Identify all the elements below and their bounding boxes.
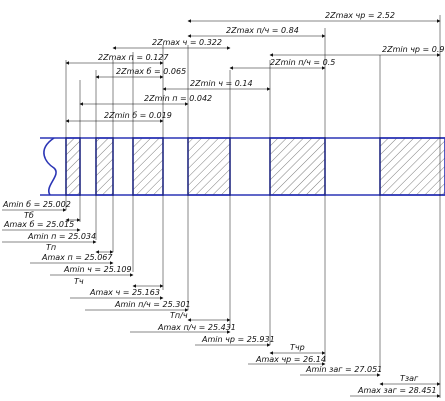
label-t-p: Tп bbox=[46, 243, 56, 252]
label-z2-min-b: 2Zmin б = 0.019 bbox=[104, 111, 172, 120]
label-z2-min-p4: 2Zmin п/ч = 0.5 bbox=[270, 58, 335, 67]
top-dimensions: 2Zmax чр = 2.52 2Zmax п/ч = 0.84 2Zmin ч… bbox=[65, 11, 445, 123]
break-line bbox=[43, 137, 57, 196]
label-a-max-chr: Amax чр = 26.14 bbox=[255, 355, 326, 364]
label-a-max-zag: Amax заг = 28.451 bbox=[357, 386, 437, 395]
label-a-min-b: Amin б = 25.002 bbox=[2, 200, 71, 209]
layer-chr bbox=[269, 137, 326, 196]
label-a-max-ch: Amax ч = 25.163 bbox=[89, 288, 160, 297]
label-t-b: Tб bbox=[24, 211, 34, 220]
label-z2-max-p4: 2Zmax п/ч = 0.84 bbox=[226, 26, 299, 35]
label-t-ch: Tч bbox=[74, 277, 84, 286]
label-a-min-ch: Amin ч = 25.109 bbox=[63, 265, 132, 274]
label-z2-max-ch: 2Zmax ч = 0.322 bbox=[152, 38, 222, 47]
label-z2-min-p: 2Zmin п = 0.042 bbox=[144, 94, 212, 103]
label-a-min-chr: Amin чр = 25.931 bbox=[201, 335, 275, 344]
label-t-p4: Tп/ч bbox=[170, 311, 188, 320]
workpiece-band bbox=[40, 137, 445, 196]
label-a-min-p: Amin п = 25.034 bbox=[27, 232, 96, 241]
label-z2-max-b: 2Zmax б = 0.065 bbox=[116, 67, 186, 76]
bottom-dimensions: Amin б = 25.002 Tб Amax б = 25.015 Amin … bbox=[2, 200, 441, 398]
layer-p4 bbox=[187, 137, 231, 196]
label-a-max-p4: Amax п/ч = 25.431 bbox=[157, 323, 236, 332]
label-z2-max-chr: 2Zmax чр = 2.52 bbox=[325, 11, 395, 20]
label-a-min-zag: Amin заг = 27.051 bbox=[305, 365, 382, 374]
layer-zag bbox=[379, 137, 445, 196]
label-t-chr: Tчр bbox=[290, 343, 305, 352]
label-t-zag: Tзаг bbox=[400, 374, 419, 383]
label-a-min-p4: Amin п/ч = 25.301 bbox=[114, 300, 191, 309]
layer-ch bbox=[132, 137, 164, 196]
label-z2-max-p: 2Zmax п = 0.127 bbox=[98, 53, 169, 62]
label-a-max-p: Amax п = 25.067 bbox=[41, 253, 113, 262]
label-z2-min-chr: 2Zmin чр = 0.91 bbox=[382, 45, 445, 54]
extension-lines bbox=[65, 15, 441, 398]
layer-p bbox=[95, 137, 114, 196]
layer-b bbox=[65, 137, 81, 196]
label-a-max-b: Amax б = 25.015 bbox=[3, 220, 74, 229]
label-z2-min-ch: 2Zmin ч = 0.14 bbox=[190, 79, 253, 88]
